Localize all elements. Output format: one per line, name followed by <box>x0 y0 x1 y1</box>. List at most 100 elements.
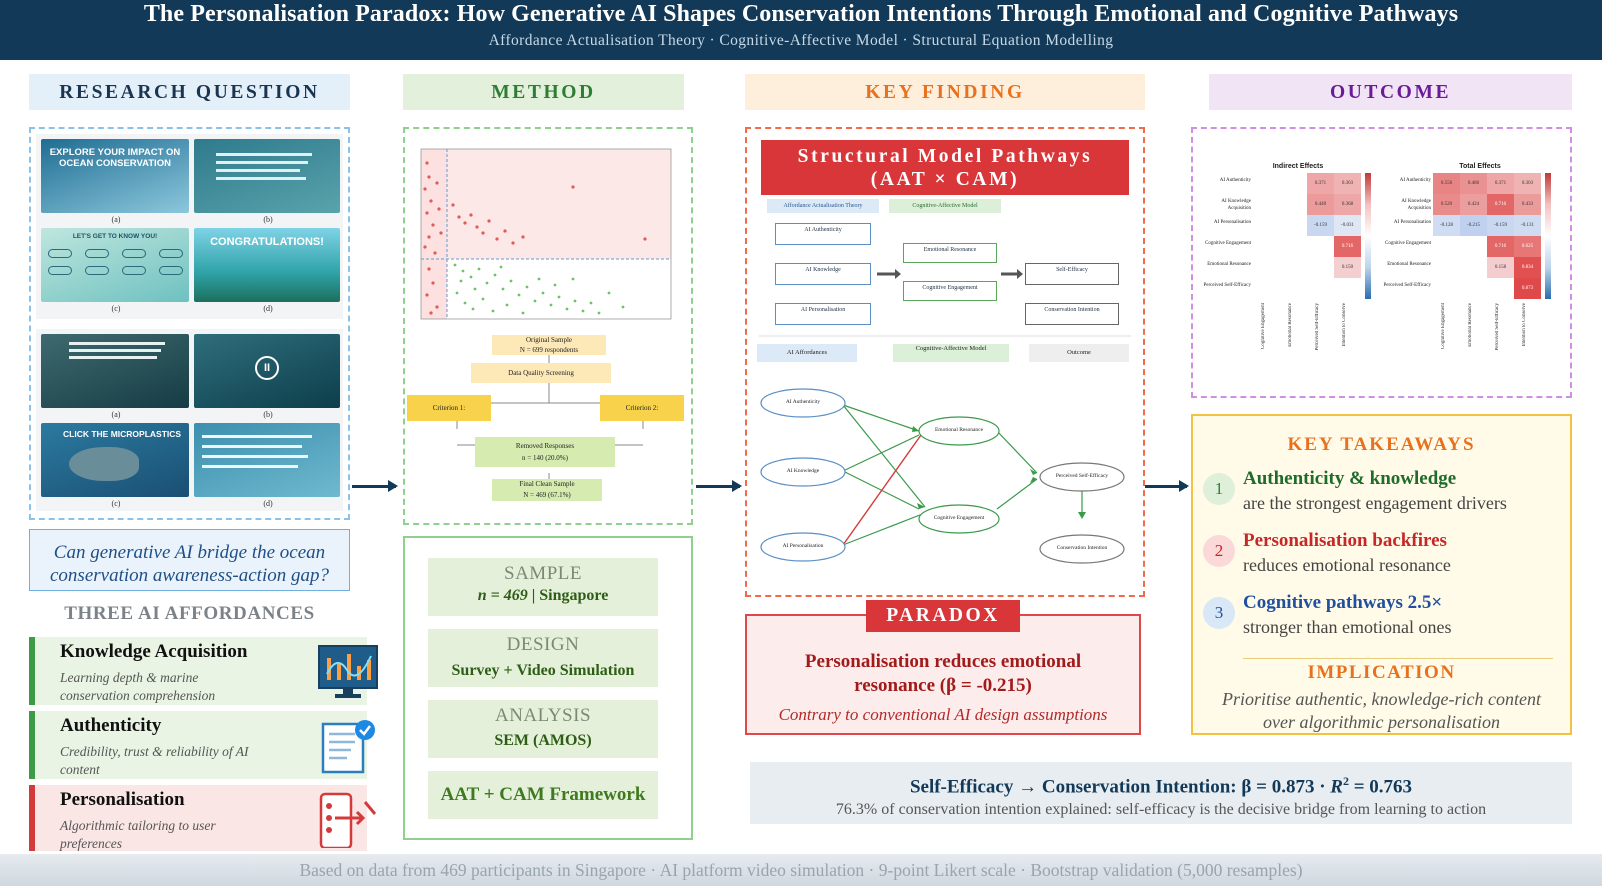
screen-caption: (a) <box>111 215 121 224</box>
takeaways-divider <box>1243 658 1553 659</box>
heatmap-cell <box>1253 215 1280 236</box>
heatmap-cell <box>1460 257 1487 278</box>
screen-paused-video[interactable]: II <box>194 334 340 408</box>
heatmap-cell <box>1487 278 1514 299</box>
heatmap-cell: -0.215 <box>1460 215 1487 236</box>
indirect-effects-title: Indirect Effects <box>1272 163 1324 170</box>
heatmap-cell: 0.486 <box>1460 173 1487 194</box>
takeaways-heading: KEY TAKEAWAYS <box>1287 434 1476 455</box>
paradox-note: Contrary to conventional AI design assum… <box>778 705 1108 724</box>
takeaway-number-3: 3 <box>1203 597 1235 629</box>
heatmap-cell <box>1280 173 1307 194</box>
legend-aat: Affordance Actualisation Theory <box>767 199 879 213</box>
heatmap-col-label: Cognitive Engagement <box>1261 303 1266 349</box>
heatmap-cell: 0.433 <box>1514 194 1541 215</box>
affordance-knowledge-card: Knowledge Acquisition Learning depth & m… <box>29 637 378 705</box>
takeaway-heading-1: Authenticity & knowledge <box>1243 468 1457 489</box>
affordance-title: Knowledge Acquisition <box>60 641 248 662</box>
heatmap-cell: -0.131 <box>1514 215 1541 236</box>
heatmap-cell: -0.159 <box>1487 215 1514 236</box>
affordance-title: Personalisation <box>60 789 185 810</box>
screen-caption: (c) <box>111 499 121 508</box>
screen-caption: (a) <box>111 410 121 419</box>
sem-node-intention: Conservation Intention <box>1056 545 1108 551</box>
tab-outcome: Outcome <box>1029 344 1129 362</box>
sem-path-diagram <box>760 388 1125 564</box>
heatmap-cell <box>1253 236 1280 257</box>
screening-scatter-plot <box>420 148 672 320</box>
heatmap-cell: 0.520 <box>1433 194 1460 215</box>
heatmap-cell <box>1280 257 1307 278</box>
footer-text: Based on data from 469 participants in S… <box>299 860 1303 880</box>
heatmap-cell: 0.368 <box>1334 194 1361 215</box>
heatmap-cell: 0.716 <box>1487 194 1514 215</box>
heatmap-cell <box>1253 194 1280 215</box>
heatmap-row-label: Cognitive Engagement <box>1205 241 1251 246</box>
heatmap-cell <box>1253 173 1280 194</box>
heatmap-cell: 0.303 <box>1514 173 1541 194</box>
design-card: DESIGN Survey + Video Simulation <box>428 629 658 687</box>
heatmap-col-label: Intention to Conserve <box>1522 303 1527 347</box>
verified-document-icon <box>321 720 375 774</box>
flow-arrow <box>696 480 742 492</box>
pause-icon[interactable]: II <box>255 356 279 380</box>
heatmap-cell <box>1307 257 1334 278</box>
heatmap-cell: 0.371 <box>1487 173 1514 194</box>
heatmap-cell: 0.834 <box>1514 257 1541 278</box>
heatmap-col-label: Perceived Self-Efficacy <box>1315 303 1320 351</box>
page-title: The Personalisation Paradox: How Generat… <box>143 1 1459 27</box>
screen-congratulations: CONGRATULATIONS! <box>194 228 340 302</box>
heatmap-cell: 0.150 <box>1334 257 1361 278</box>
heatmap-cell <box>1307 236 1334 257</box>
heatmap-row-label: AI Personalisation <box>1213 220 1251 225</box>
personalise-phone-icon <box>319 792 377 848</box>
screen-caption: (c) <box>111 304 121 313</box>
heatmap-cell <box>1280 194 1307 215</box>
stat-sub: 76.3% of conservation intention explaine… <box>835 801 1487 819</box>
takeaway-sub-2: reduces emotional resonance <box>1243 555 1451 575</box>
heatmap-cell: -0.128 <box>1433 215 1460 236</box>
takeaway-heading-3: Cognitive pathways 2.5× <box>1243 592 1443 613</box>
framework-card: AAT + CAM Framework <box>428 771 658 819</box>
screen-click-microplastics: CLICK THE MICROPLASTICS <box>41 423 189 497</box>
sem-node-self-efficacy: Perceived Self-Efficacy <box>1055 473 1109 479</box>
heatmap-col-label: Intention to Conserve <box>1342 303 1347 347</box>
node-cognitive-engagement: Cognitive Engagement <box>903 281 997 301</box>
heatmap-row-label: AI Knowledge Acquisition <box>1221 199 1251 211</box>
page-subtitle: Affordance Actualisation Theory · Cognit… <box>488 32 1114 49</box>
flow-data-screening: Data Quality Screening <box>471 363 611 383</box>
monitor-chart-icon <box>318 645 378 698</box>
heatmap-cell <box>1460 278 1487 299</box>
heatmap-row-label: Perceived Self-Efficacy <box>1203 283 1251 288</box>
method-details-panel: SAMPLE n = 469 | Singapore DESIGN Survey… <box>403 536 693 840</box>
legend-cam: Cognitive-Affective Model <box>889 199 1001 213</box>
takeaway-heading-2: Personalisation backfires <box>1243 530 1447 551</box>
tab-cognitive-affective: Cognitive-Affective Model <box>893 344 1009 362</box>
heatmap-row-label: AI Knowledge Acquisition <box>1401 199 1431 211</box>
screen-caption: (d) <box>263 304 273 313</box>
flow-criterion-2: Criterion 2: <box>600 395 684 421</box>
heatmap-cell <box>1334 278 1361 299</box>
app-screens-panel: EXPLORE YOUR IMPACT ON OCEAN CONSERVATIO… <box>29 127 350 520</box>
colorbar-indirect <box>1365 173 1371 299</box>
node-self-efficacy: Self-Efficacy <box>1025 263 1119 285</box>
affordance-desc: Algorithmic tailoring to user preference… <box>60 818 216 851</box>
heatmap-cell: 0.716 <box>1334 236 1361 257</box>
screen-caption: (d) <box>263 499 273 508</box>
heatmap-cell <box>1280 236 1307 257</box>
sem-node-emotional: Emotional Resonance <box>934 427 984 433</box>
outcome-heading: OUTCOME <box>1209 74 1572 110</box>
research-question-heading: RESEARCH QUESTION <box>29 74 350 110</box>
sem-node-knowledge: AI Knowledge <box>786 468 820 474</box>
heatmap-row-label: Cognitive Engagement <box>1385 241 1431 246</box>
heatmap-row-label: Emotional Resonance <box>1207 262 1251 267</box>
takeaway-sub-3: stronger than emotional ones <box>1243 617 1452 637</box>
heatmap-cell <box>1253 257 1280 278</box>
affordance-title: Authenticity <box>60 715 162 736</box>
implication-text: Prioritise authentic, knowledge-rich con… <box>1222 689 1541 732</box>
total-effects-title: Total Effects <box>1459 163 1501 170</box>
